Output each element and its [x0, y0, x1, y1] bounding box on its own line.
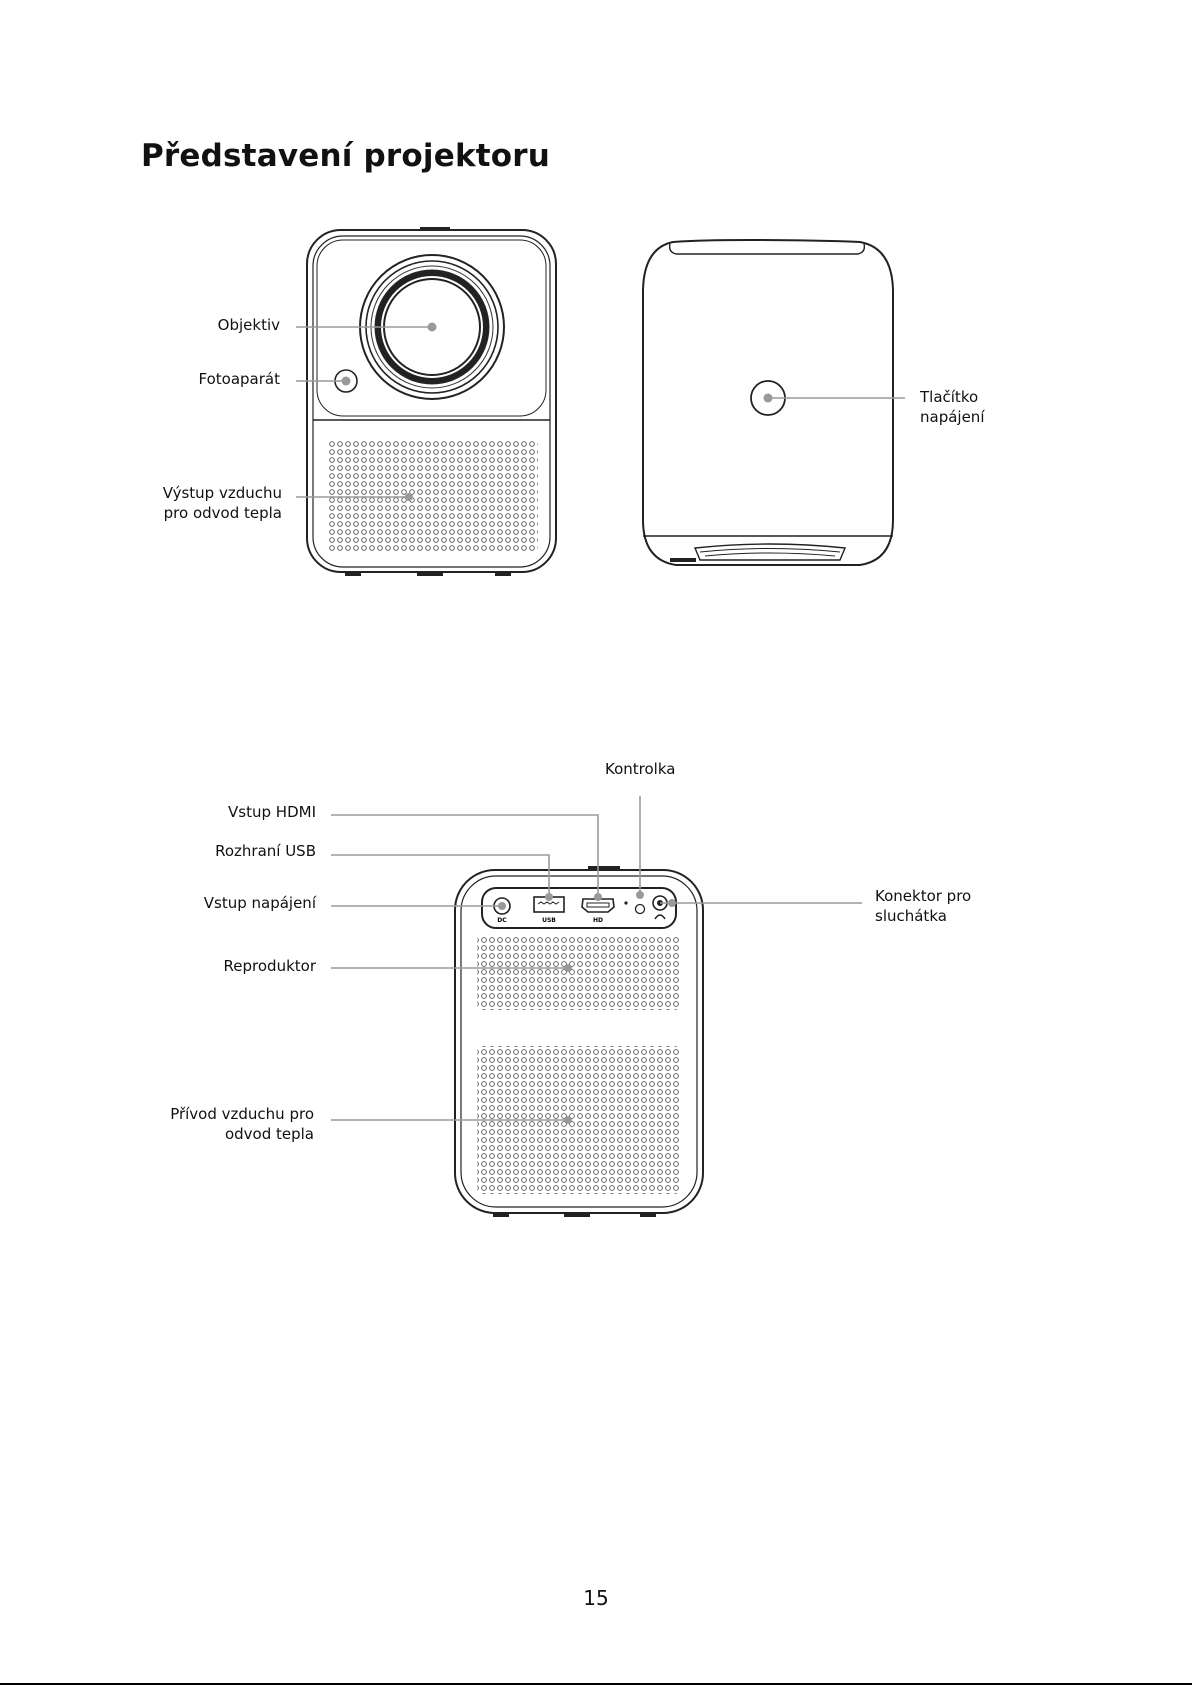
label-air-inlet: Přívod vzduchu pro odvod tepla [140, 1104, 314, 1144]
label-indicator: Kontrolka [605, 759, 675, 779]
label-usb-interface: Rozhraní USB [160, 841, 316, 861]
label-speaker: Reproduktor [160, 956, 316, 976]
page-number: 15 [0, 1586, 1192, 1610]
front-view-drawing [296, 227, 556, 576]
label-power-button-line1: Tlačítko [920, 387, 984, 407]
label-air-inlet-line2: odvod tepla [140, 1124, 314, 1144]
port-hd-text: HD [593, 917, 603, 924]
port-dc-text: DC [497, 917, 507, 924]
rear-view-drawing: DC USB HD [331, 796, 862, 1217]
label-headphone-line1: Konektor pro [875, 886, 971, 906]
label-air-inlet-line1: Přívod vzduchu pro [140, 1104, 314, 1124]
side-view-drawing [643, 240, 905, 565]
port-usb-text: USB [542, 917, 556, 924]
label-power-button: Tlačítko napájení [920, 387, 984, 427]
label-lens: Objektiv [160, 315, 280, 335]
label-power-input: Vstup napájení [160, 893, 316, 913]
label-headphone-jack: Konektor pro sluchátka [875, 886, 971, 926]
label-headphone-line2: sluchátka [875, 906, 971, 926]
label-air-outlet-line1: Výstup vzduchu [130, 483, 282, 503]
label-air-outlet: Výstup vzduchu pro odvod tepla [130, 483, 282, 523]
label-hdmi-input: Vstup HDMI [160, 802, 316, 822]
label-camera: Fotoaparát [160, 369, 280, 389]
label-air-outlet-line2: pro odvod tepla [130, 503, 282, 523]
label-power-button-line2: napájení [920, 407, 984, 427]
